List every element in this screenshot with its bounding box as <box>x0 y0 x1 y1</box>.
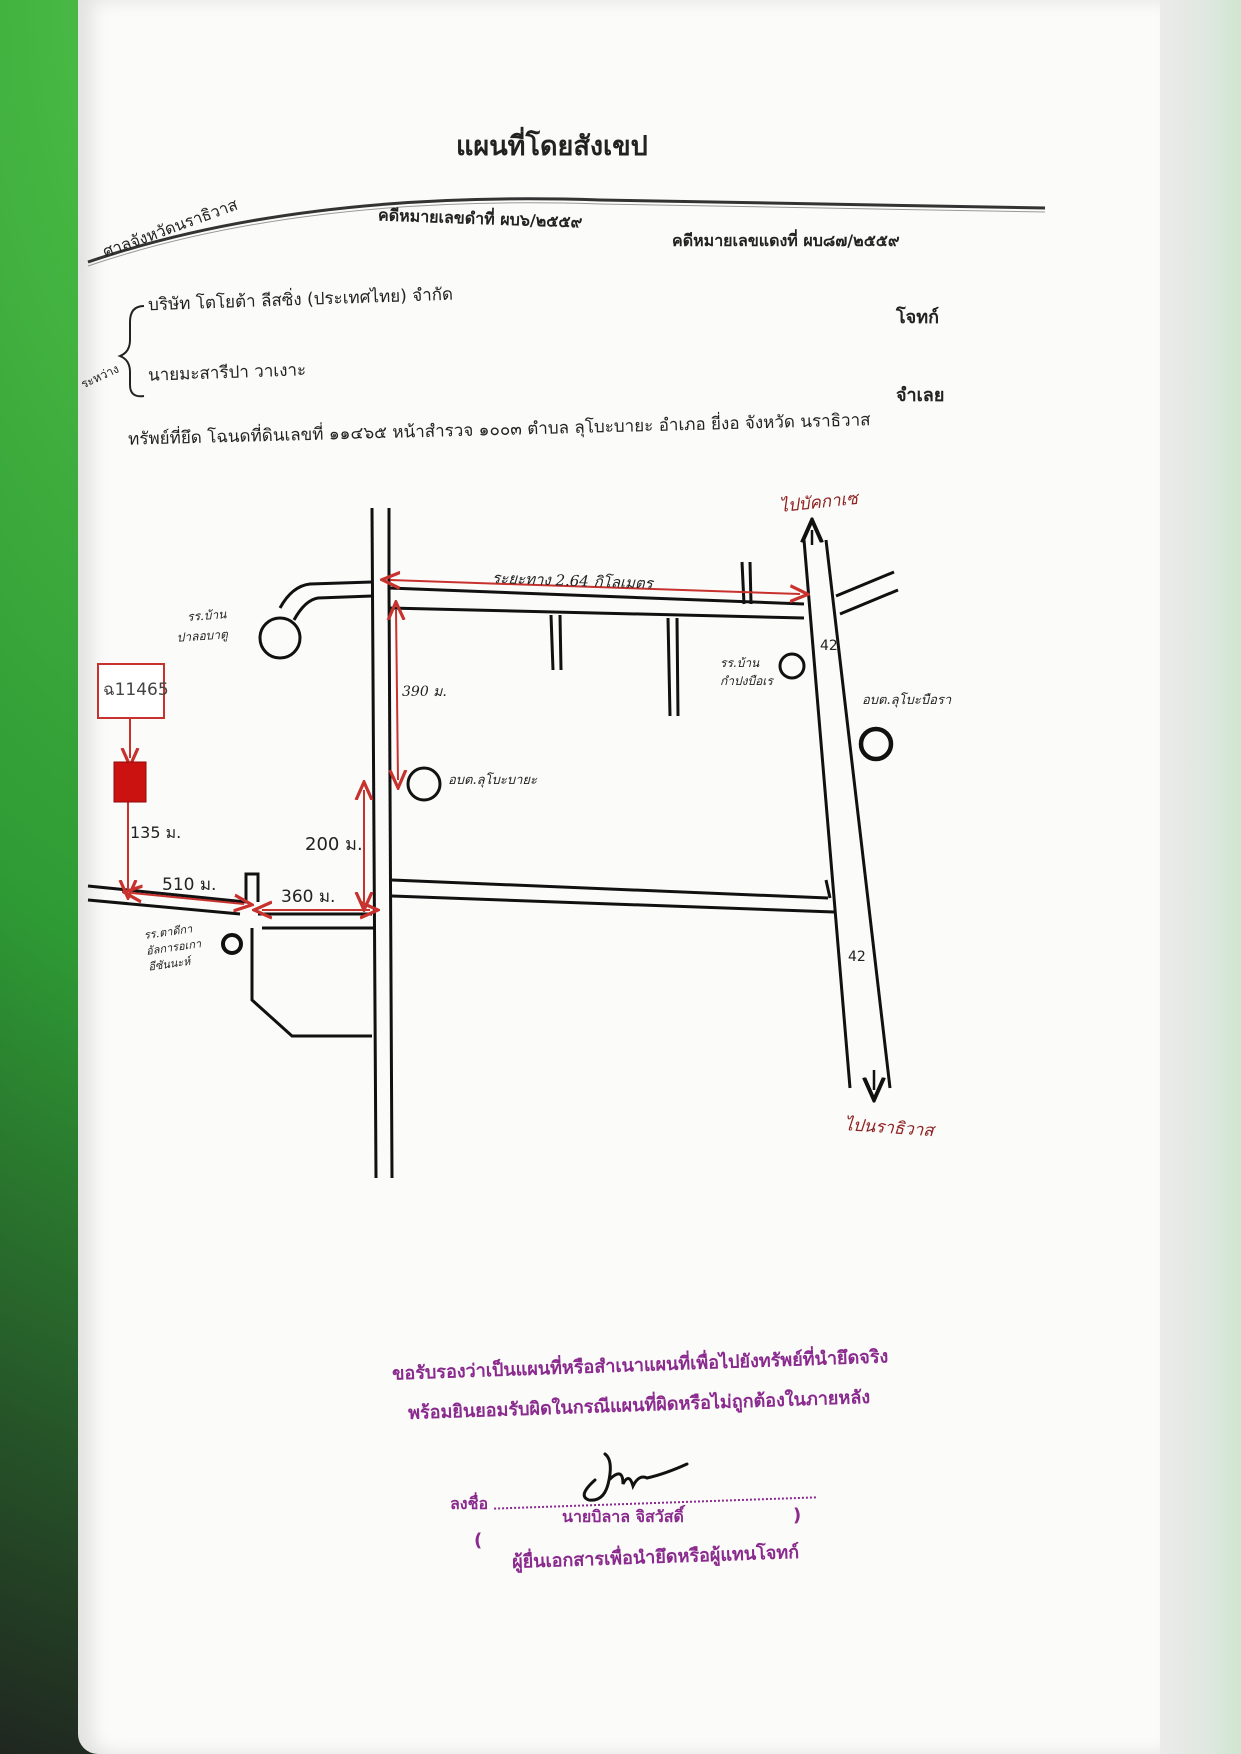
road-42-bottom-label: 42 <box>848 949 866 965</box>
highway-42-right <box>824 539 892 1089</box>
school-top-left-marker <box>258 616 302 660</box>
to-north-label: ไปบัคกาเซ <box>778 488 861 517</box>
branch-top-left <box>278 580 373 609</box>
dist-135-label: 135 ม. <box>130 823 181 842</box>
parcel-label-box <box>97 663 165 719</box>
school-bottom-left-label: รร.ตาดีกา อัลการอเกา อีซันนะห์ <box>143 922 202 974</box>
to-south-label: ไปนราธิวาส <box>844 1114 937 1141</box>
document-title: แผนที่โดยสังเขป <box>456 131 648 162</box>
signer-name: นายบิลาล จิสวัสดิ์ <box>562 1507 684 1526</box>
middle-road <box>391 878 829 900</box>
red-case-number: คดีหมายเลขแดงที่ ผบ๘๗/๒๕๕๙ <box>672 231 900 250</box>
dim-2-64km <box>390 580 800 594</box>
dist-390-label: 390 ม. <box>402 684 447 700</box>
paren-close: ) <box>793 1505 802 1526</box>
plaintiff-role: โจทก์ <box>896 307 939 328</box>
dist-360-label: 360 ม. <box>281 887 335 907</box>
school-right-marker <box>778 652 806 680</box>
obt-center-label: อบต.ลุโบะบายะ <box>448 772 538 788</box>
school-bottom-left-marker <box>221 933 243 955</box>
dist-top-label: ระยะทาง 2.64 กิโลเมตร <box>492 569 655 593</box>
dimension-lines <box>128 580 800 910</box>
handwritten-signature <box>582 1452 689 1502</box>
sign-label: ลงชื่อ <box>450 1494 489 1513</box>
page-edge <box>1158 0 1241 1754</box>
obt-right-marker <box>858 726 894 762</box>
main-road-right-edge <box>387 587 394 1179</box>
parcel-marker <box>113 761 147 803</box>
dim-390 <box>396 610 398 780</box>
dist-200-label: 200 ม. <box>305 834 363 855</box>
highway-42-left <box>802 539 852 1089</box>
dist-510-label: 510 ม. <box>162 875 216 895</box>
school-right-label: รร.บ้าน กำปงบือเร <box>720 656 773 688</box>
paren-open: ( <box>474 1530 483 1551</box>
main-road-left-edge <box>370 507 378 1179</box>
obt-center-marker <box>406 766 442 802</box>
obt-right-label: อบต.ลุโบะบือรา <box>862 692 952 708</box>
defendant-role: จำเลย <box>896 385 945 406</box>
school-top-left-label: รร.บ้าน ปาลอบาตู <box>176 607 229 645</box>
parcel-label: ฉ11465 <box>103 680 169 700</box>
road-42-top-label: 42 <box>820 638 838 654</box>
dim-510 <box>132 893 244 904</box>
